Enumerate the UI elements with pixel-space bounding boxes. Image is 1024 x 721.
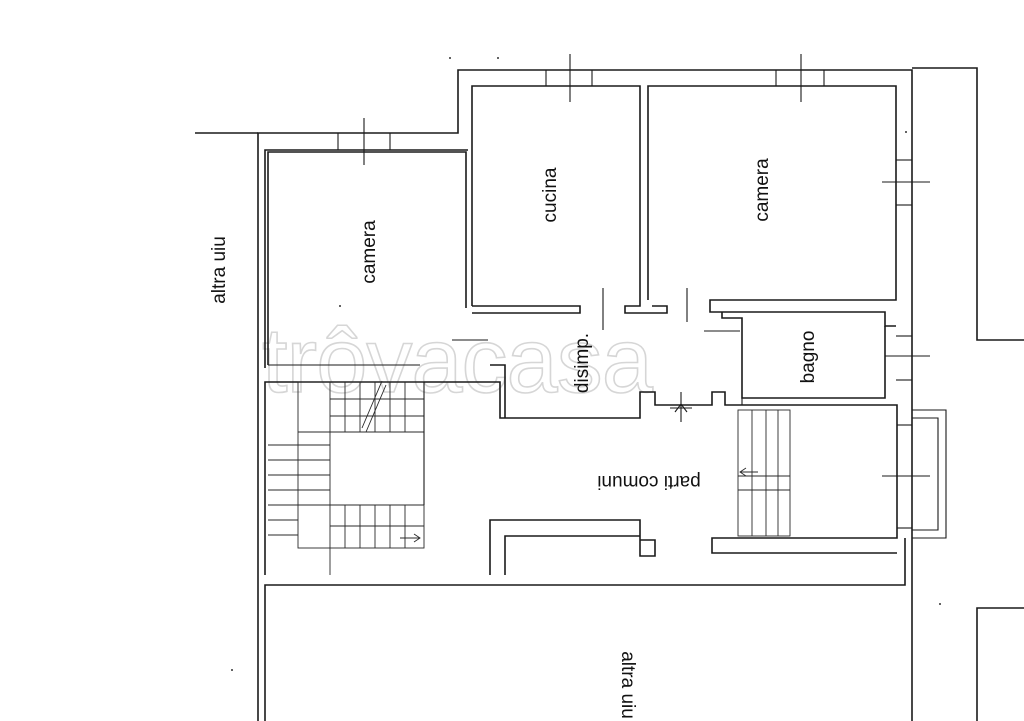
label-cucina: cucina [540,167,561,222]
label-camera-left: camera [359,220,380,284]
watermark: trôvacasa [262,310,654,412]
room-bagno [721,312,886,405]
label-bagno: bagno [798,331,819,384]
label-disimp: disimp. [572,333,593,393]
windows [337,54,947,539]
staircase-left [268,380,425,575]
label-altra-uiu-left: altra uiu [209,236,230,304]
label-parti-comuni: parti comuni [597,471,701,492]
room-camera-right [647,85,897,332]
scan-specks [231,57,941,671]
staircase-right [737,409,791,537]
label-camera-right: camera [752,158,773,222]
room-camera-left [267,151,488,366]
outer-walls [195,67,1024,721]
room-cucina [471,85,668,330]
label-altra-uiu-bottom: altra uiu [617,651,638,719]
common-area [489,519,656,575]
corridor-disimp [490,364,692,422]
